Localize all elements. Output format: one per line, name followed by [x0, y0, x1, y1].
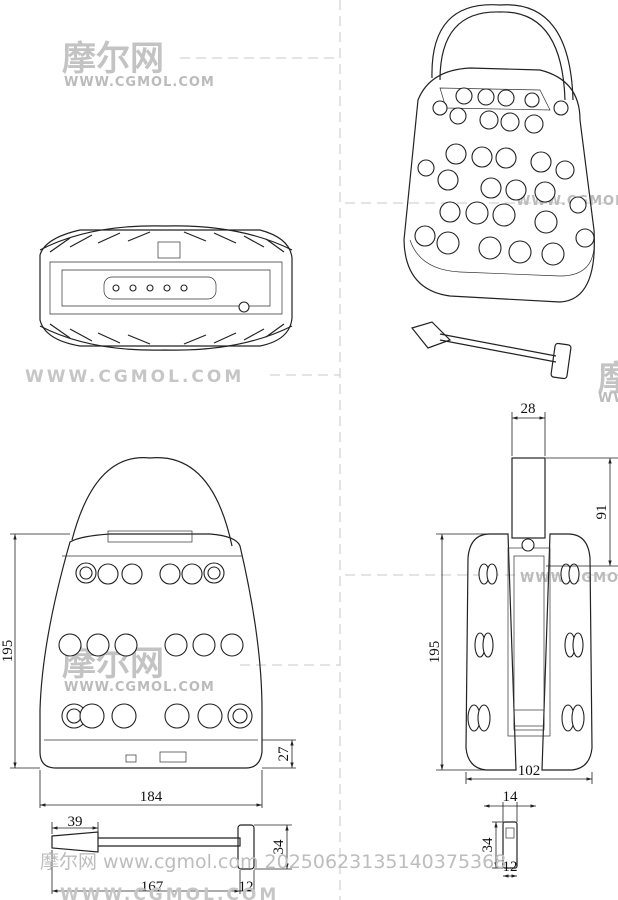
watermark-right-mid: 摩尔网 WWW.CGMOL.COM: [598, 359, 618, 406]
hammer-side-view: 14 34 12: [480, 789, 536, 878]
watermark-url-bottom: WWW.CGMOL.COM: [60, 885, 279, 900]
watermark-url: WWW.CGMOL.COM: [64, 75, 215, 90]
footer-watermark: 摩尔网 www.cgmol.com 20250623135140375368: [40, 851, 506, 873]
watermark-center: 摩尔网 WWW.CGMOL.COM: [62, 644, 215, 695]
dim-hammer-head-height: 34: [480, 837, 496, 853]
dim-side-width: 102: [518, 763, 541, 779]
front-view-holes: [58, 562, 253, 729]
dim-hammer-end: 12: [239, 879, 254, 895]
watermark-brand: 摩尔网: [598, 359, 618, 399]
dim-hammer-grip: 39: [68, 814, 83, 830]
front-view: 195 184 27: [0, 457, 296, 808]
isometric-view: [403, 4, 595, 303]
dim-front-width: 184: [140, 789, 163, 805]
dim-hammer-length: 167: [141, 879, 164, 895]
watermark-right-top: WWW.CGMOL.COM: [516, 194, 618, 209]
guide-lines: [180, 0, 618, 900]
watermark-brand: 摩尔网: [62, 39, 164, 79]
watermark-top-left: 摩尔网 WWW.CGMOL.COM: [62, 39, 215, 90]
dim-side-top-height: 91: [594, 505, 610, 520]
watermark-url: WWW.CGMOL.COM: [516, 194, 618, 209]
watermark-url: WWW.CGMOL.COM: [598, 391, 618, 406]
dim-hammer-head-small: 12: [503, 859, 518, 875]
dim-side-top-width: 28: [521, 401, 536, 417]
isometric-holes: [414, 87, 595, 266]
dim-side-height: 195: [427, 641, 443, 664]
side-view-holes: [467, 563, 585, 732]
watermark-mid-left: WWW.CGMOL.COM: [25, 367, 244, 387]
top-view: [39, 225, 293, 351]
dim-hammer-head-width: 14: [503, 789, 519, 805]
top-view-slots: [49, 231, 285, 345]
dim-front-height: 195: [0, 640, 16, 663]
dim-front-bottom: 27: [276, 746, 292, 762]
watermark-url-large: WWW.CGMOL.COM: [25, 367, 244, 387]
watermark-url: WWW.CGMOL.COM: [64, 680, 215, 695]
hammer-isometric: [410, 321, 572, 380]
side-view: 28 91 195 102: [427, 401, 618, 784]
hammer-front-view: 39 34 167 12: [51, 814, 292, 895]
dim-hammer-height: 34: [271, 839, 287, 855]
